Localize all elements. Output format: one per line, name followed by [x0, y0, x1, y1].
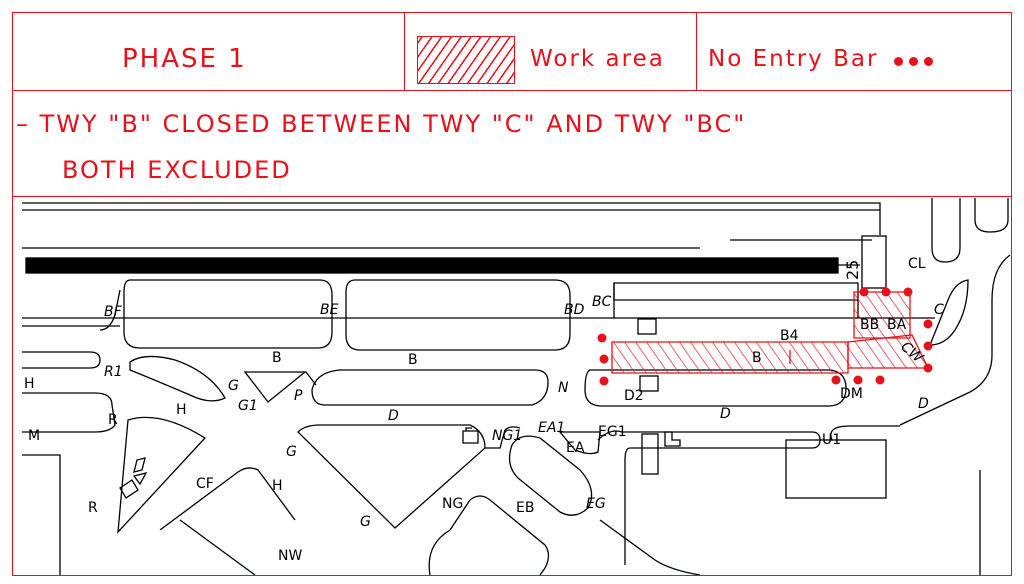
- work-area-legend-swatch: [417, 36, 515, 84]
- label-ea1: EA1: [538, 420, 565, 436]
- no-entry-dot-icon: [923, 57, 933, 66]
- header-divider-2: [696, 12, 697, 90]
- label-g-left: G: [286, 444, 297, 460]
- notice-line-2: BOTH EXCLUDED: [62, 156, 292, 184]
- work-area-legend-label: Work area: [530, 46, 665, 72]
- label-d-right: D: [918, 396, 929, 412]
- runway-edge-line: [22, 239, 872, 249]
- island-be-bd: [345, 279, 571, 351]
- label-m: M: [28, 428, 40, 444]
- no-entry-dot-icon: [859, 287, 869, 297]
- label-r-bottom: R: [88, 500, 98, 516]
- label-cl: CL: [908, 256, 926, 272]
- label-ea: EA: [566, 440, 585, 456]
- label-b-2: B: [408, 352, 418, 368]
- no-entry-dot-icon: [875, 375, 885, 385]
- runway: [25, 257, 839, 274]
- label-r-top: R: [108, 412, 118, 428]
- island-ea: [508, 435, 593, 516]
- label-h-mid: H: [176, 402, 187, 418]
- no-entry-bars: [597, 287, 933, 386]
- label-g1: G1: [238, 398, 258, 414]
- label-bc: BC: [592, 294, 612, 310]
- header-divider-1: [404, 12, 405, 90]
- label-r1: R1: [104, 364, 123, 380]
- label-b-1: B: [272, 350, 282, 366]
- label-c: C: [934, 302, 944, 318]
- label-eg: EG: [586, 496, 606, 512]
- label-b-3: B: [752, 350, 762, 366]
- no-entry-legend: No Entry Bar: [708, 46, 933, 72]
- label-h-bottom: H: [272, 478, 283, 494]
- label-nw: NW: [278, 548, 302, 564]
- island-g-d: [297, 424, 486, 529]
- no-entry-legend-label: No Entry Bar: [708, 46, 879, 72]
- label-h-left: H: [24, 376, 35, 392]
- label-d-mid: D: [720, 406, 731, 422]
- island-g: [243, 371, 307, 403]
- runway-label: 25: [843, 260, 862, 280]
- no-entry-dot-icon: [853, 375, 863, 385]
- label-bb: BB: [860, 317, 879, 333]
- work-area-main: [611, 341, 849, 374]
- header-separator: [12, 90, 1012, 91]
- island-r-h: [117, 416, 207, 534]
- no-entry-dot-icon: [893, 57, 903, 66]
- no-entry-dot-icon: [903, 287, 913, 297]
- taxiway-edge-top: [22, 202, 881, 235]
- notice-separator: [12, 196, 1012, 197]
- no-entry-dot-icon: [908, 57, 918, 66]
- label-bd: BD: [564, 302, 585, 318]
- no-entry-dot-icon: [597, 333, 607, 343]
- label-p: P: [294, 388, 303, 404]
- runway-threshold-box: [861, 235, 887, 289]
- phase-title: PHASE 1: [122, 44, 247, 74]
- label-n: N: [558, 380, 569, 396]
- map-frame: [12, 12, 1012, 576]
- no-entry-dot-icon: [923, 341, 933, 351]
- label-ng: NG: [442, 496, 463, 512]
- no-entry-dot-icon: [881, 287, 891, 297]
- no-entry-dot-icon: [599, 376, 609, 386]
- label-cf: CF: [196, 476, 214, 492]
- island-r1: [129, 355, 226, 402]
- no-entry-dot-icon: [831, 375, 841, 385]
- label-ng1: NG1: [492, 428, 522, 444]
- island-b-mid: [311, 369, 549, 406]
- right-apron-edge: [931, 198, 961, 263]
- label-ba: BA: [887, 317, 907, 333]
- label-eg1: EG1: [598, 424, 627, 440]
- label-g: G: [228, 378, 239, 394]
- label-be: BE: [320, 302, 339, 318]
- work-area: [611, 291, 930, 374]
- label-b4: B4: [780, 328, 799, 344]
- label-eb: EB: [516, 500, 534, 516]
- island-bc-bb: [613, 282, 859, 301]
- island-bf-be: [123, 279, 333, 349]
- no-entry-dot-icon: [923, 319, 933, 329]
- notice-line-1: – TWY "B" CLOSED BETWEEN TWY "C" AND TWY…: [16, 110, 747, 138]
- label-d2: D2: [624, 388, 644, 404]
- label-d-center: D: [388, 408, 399, 424]
- label-g-bottom: G: [360, 514, 371, 530]
- label-u1: U1: [822, 432, 841, 448]
- no-entry-dot-icon: [923, 363, 933, 373]
- island-d2: [584, 369, 847, 407]
- label-dm: DM: [840, 386, 863, 402]
- label-bf: BF: [104, 304, 123, 320]
- no-entry-dot-icon: [599, 354, 609, 364]
